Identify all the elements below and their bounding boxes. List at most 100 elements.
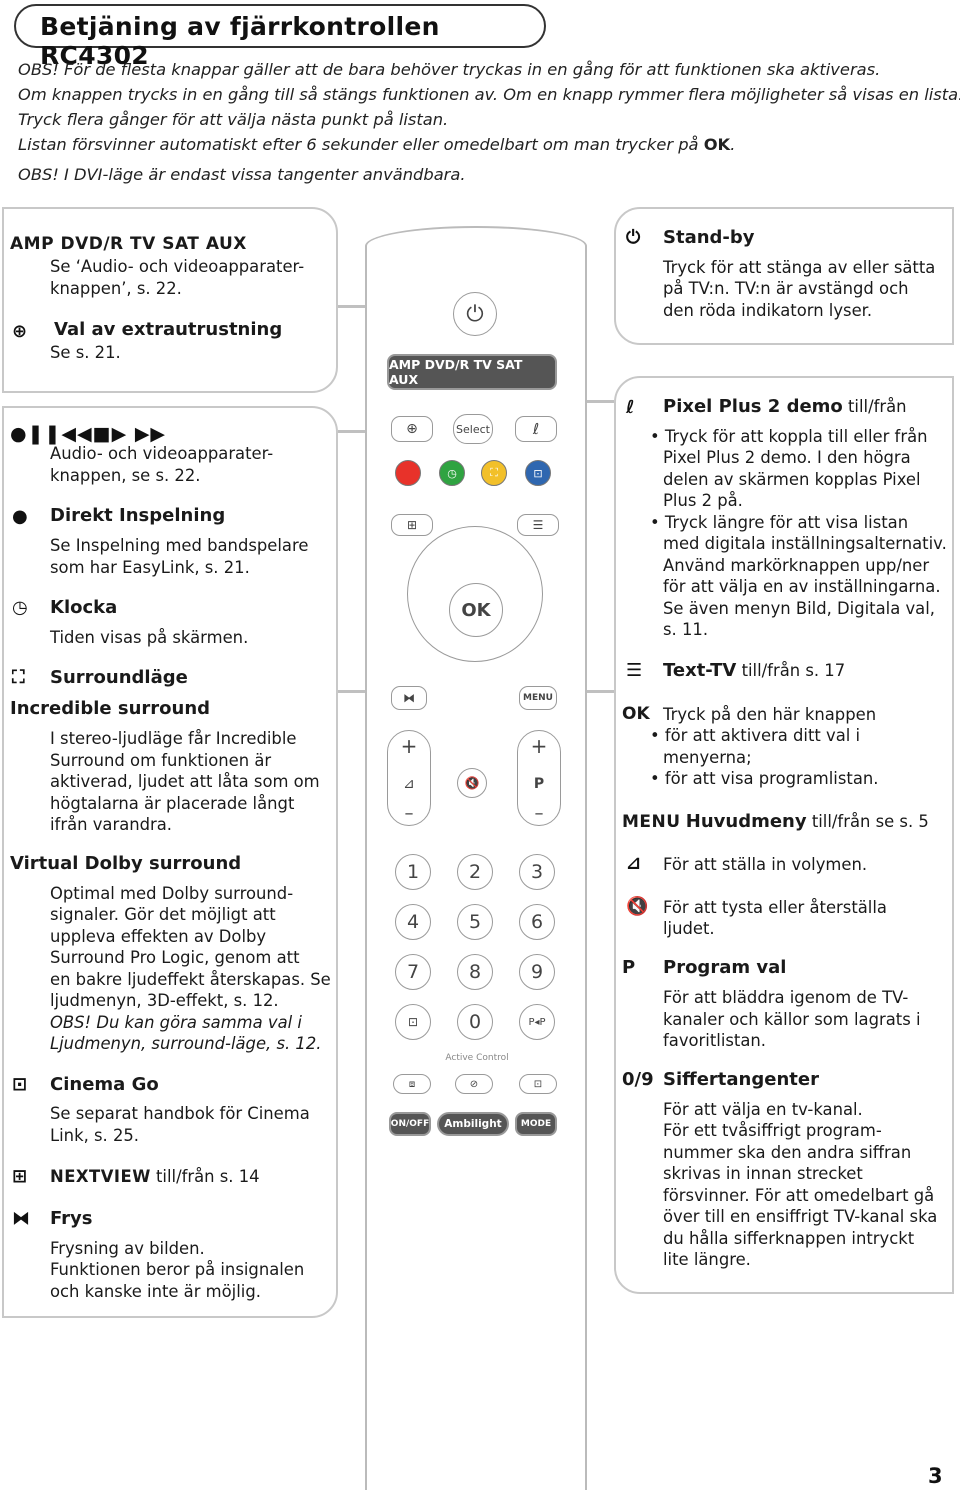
connector-line: [338, 690, 384, 693]
digit-button[interactable]: 1: [395, 854, 431, 890]
num-heading: Siffertangenter: [663, 1069, 819, 1090]
num-text: över till en ensiffrigt TV-kanal ska: [663, 1207, 938, 1226]
standby-text: på TV:n. TV:n är avstängd och: [663, 279, 909, 298]
program-up[interactable]: +: [530, 734, 548, 758]
active-control-button[interactable]: ⊘: [455, 1074, 493, 1094]
digit-button[interactable]: 9: [519, 954, 555, 990]
pixel-heading: Pixel Plus 2 demo till/från: [663, 396, 907, 417]
dolby-note: Ljudmenyn, surround-läge, s. 12.: [50, 1034, 322, 1053]
standby-heading: Stand-by: [663, 227, 755, 248]
page-title-pill: Betjäning av fjärrkontrollen RC4302: [14, 4, 546, 70]
num-text: skrivas in innan strecket: [663, 1164, 863, 1183]
num-label: 0/9: [622, 1069, 654, 1090]
pixel-text: Pixel Plus 2 demo. I den högra: [663, 448, 911, 467]
volume-icon: ⊿: [626, 853, 642, 874]
ok-text: • för att aktivera ditt val i: [650, 726, 861, 745]
intro-line: OBS! I DVI-läge är endast vissa tangente…: [18, 165, 466, 184]
rec-text: som har EasyLink, s. 21.: [50, 558, 250, 577]
pixel-text: för att välja en av inställningarna.: [663, 577, 941, 596]
p-heading: Program val: [663, 957, 787, 978]
standby-text: Tryck för att stänga av eller sätta: [663, 258, 936, 277]
surround-icon: ⛶: [12, 667, 25, 688]
digit-button[interactable]: 5: [457, 904, 493, 940]
dolby-note: OBS! Du kan göra samma val i: [50, 1013, 302, 1032]
pixel-text: • Tryck för att koppla till eller från: [650, 427, 928, 446]
teletext-icon: ☰: [626, 660, 643, 681]
digit-button[interactable]: 0: [457, 1004, 493, 1040]
freeze-text: Frysning av bilden.: [50, 1239, 205, 1258]
digit-button[interactable]: 6: [519, 904, 555, 940]
mute-text: För att tysta eller återställa: [663, 898, 887, 917]
volume-up[interactable]: +: [400, 734, 418, 758]
intro-line: Tryck flera gånger för att välja nästa p…: [18, 110, 449, 129]
clock-text: Tiden visas på skärmen.: [50, 628, 249, 647]
volume-icon-small: ⊿: [403, 776, 415, 792]
program-rocker[interactable]: [517, 730, 561, 826]
rec-heading: Direkt Inspelning: [50, 505, 226, 526]
volume-down[interactable]: –: [404, 802, 414, 824]
previous-program-button[interactable]: P◂P: [519, 1004, 555, 1040]
digit-button[interactable]: 2: [457, 854, 493, 890]
cinema-go-icon: ⊡: [12, 1074, 28, 1095]
mute-icon: 🔇: [626, 896, 649, 917]
pixel-plus-button[interactable]: ℓ: [515, 416, 557, 442]
panel-right-main: [614, 376, 954, 1294]
num-text: För att välja en tv-kanal.: [663, 1100, 863, 1119]
dual-screen-button[interactable]: ⧈: [393, 1074, 431, 1094]
format-button[interactable]: ⊡: [519, 1074, 557, 1094]
ok-button[interactable]: OK: [449, 583, 503, 637]
program-down[interactable]: –: [534, 802, 544, 824]
transport-text: Audio- och videoapparater-: [50, 444, 274, 463]
panel-left-top: [2, 207, 338, 393]
input-select-button[interactable]: ⊕: [391, 416, 433, 442]
remote-control: ⏻ AMP DVD/R TV SAT AUX ⊕ Select ℓ ◷ ⛶ ⊡ …: [365, 226, 587, 1490]
blue-button[interactable]: ⊡: [525, 460, 551, 486]
incredible-text: ifrån varandra.: [50, 815, 173, 834]
digit-button[interactable]: 7: [395, 954, 431, 990]
green-button[interactable]: ◷: [439, 460, 465, 486]
incredible-text: Surround om funktionen är: [50, 751, 272, 770]
freeze-button[interactable]: ⧓: [391, 686, 427, 710]
select-button[interactable]: Select: [453, 414, 493, 444]
ok-text: • för att visa programlistan.: [650, 769, 879, 788]
mute-button[interactable]: 🔇: [457, 768, 487, 798]
dolby-text: ljudmenyn, 3D-effekt, s. 12.: [50, 991, 279, 1010]
num-text: För ett tvåsiffrigt program-: [663, 1121, 882, 1140]
menu-button[interactable]: MENU: [519, 686, 557, 710]
pixel-text: • Tryck längre för att visa listan: [650, 513, 909, 532]
cinema-text: Link, s. 25.: [50, 1126, 140, 1145]
volume-text: För att ställa in volymen.: [663, 855, 868, 874]
freeze-text: Funktionen beror på insignalen: [50, 1260, 305, 1279]
digit-button[interactable]: 4: [395, 904, 431, 940]
pixel-text: Plus 2 på.: [663, 491, 743, 510]
num-text: du hålla sifferknappen intryckt: [663, 1229, 915, 1248]
nextview-button[interactable]: ⊞: [391, 514, 433, 536]
pixel-text: s. 11.: [663, 620, 709, 639]
pixel-text: delen av skärmen kopplas Pixel: [663, 470, 921, 489]
intro-line: Om knappen trycks in en gång till så stä…: [18, 85, 960, 104]
incredible-text: I stereo-ljudläge får Incredible: [50, 729, 297, 748]
ok-label: OK: [622, 704, 650, 724]
intro-line: OBS! För de flesta knappar gäller att de…: [18, 60, 881, 79]
connector-line: [338, 305, 384, 308]
ambilight-mode-button[interactable]: MODE: [515, 1112, 557, 1136]
incredible-text: aktiverad, ljudet att låta som om: [50, 772, 320, 791]
digit-button[interactable]: 8: [457, 954, 493, 990]
digit-button[interactable]: 3: [519, 854, 555, 890]
freeze-text: och kanske inte är möjlig.: [50, 1282, 261, 1301]
teletext-button[interactable]: ☰: [517, 514, 559, 536]
red-button[interactable]: [395, 460, 421, 486]
texttv-heading: Text-TV till/från s. 17: [663, 660, 846, 681]
pixel-text: Se även menyn Bild, Digitala val,: [663, 599, 935, 618]
freeze-icon: ⧓: [12, 1208, 30, 1229]
source-bar[interactable]: AMP DVD/R TV SAT AUX: [387, 354, 557, 390]
p-label: P: [622, 957, 636, 978]
standby-button[interactable]: ⏻: [453, 292, 497, 336]
yellow-button[interactable]: ⛶: [481, 460, 507, 486]
ambilight-on-off-button[interactable]: ON/OFF: [389, 1112, 431, 1136]
volume-rocker[interactable]: [387, 730, 431, 826]
pixel-text: med digitala inställningsalternativ.: [663, 534, 947, 553]
cinema-text: Se separat handbok för Cinema: [50, 1104, 310, 1123]
amp-text: knappen’, s. 22.: [50, 279, 182, 298]
info-button[interactable]: ⊡: [395, 1004, 431, 1040]
